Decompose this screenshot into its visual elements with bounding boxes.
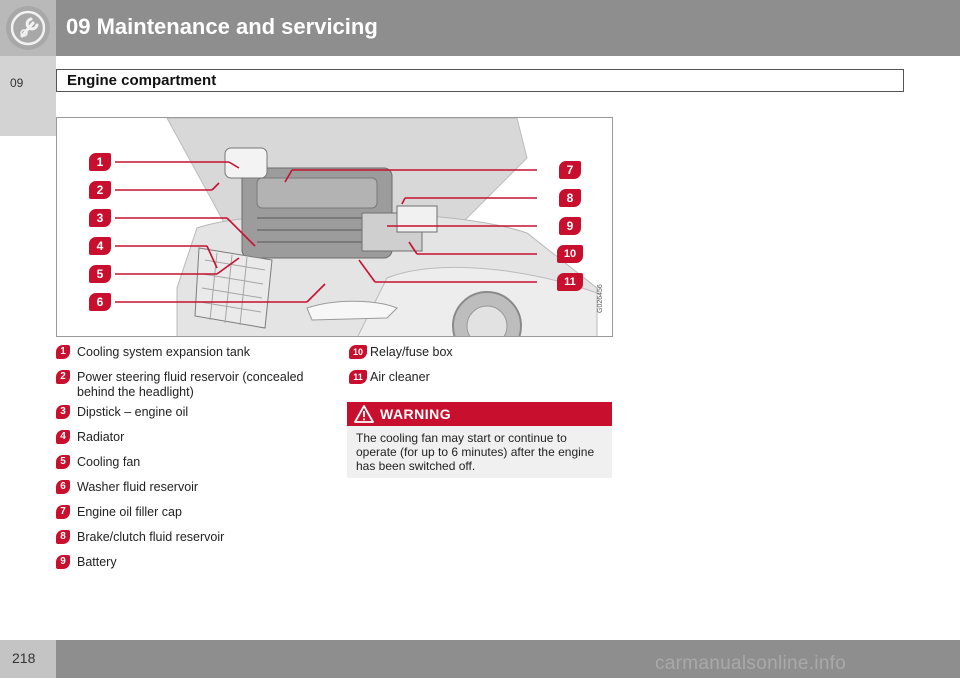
item-number-badge: 8: [56, 530, 70, 544]
callout-4: 4: [89, 237, 111, 255]
item-number-badge: 4: [56, 430, 70, 444]
item-number-badge: 11: [349, 370, 367, 384]
item-text: Washer fluid reservoir: [77, 480, 199, 494]
item-number-badge: 5: [56, 455, 70, 469]
item-number-badge: 3: [56, 405, 70, 419]
item-text: Power steering fluid reservoir (conceale…: [77, 370, 304, 399]
callout-11: 11: [557, 273, 583, 291]
figure-code: G026456: [597, 284, 604, 313]
callout-9: 9: [559, 217, 581, 235]
item-text: Relay/fuse box: [370, 345, 453, 359]
callout-2: 2: [89, 181, 111, 199]
chapter-header: 09 Maintenance and servicing: [0, 0, 960, 56]
parts-list-right: 10 Relay/fuse box 11 Air cleaner: [349, 345, 614, 390]
chapter-side-tab: [0, 56, 56, 136]
item-text: Air cleaner: [370, 370, 430, 384]
wrench-gear-icon: [6, 6, 50, 50]
warning-header: WARNING: [347, 402, 612, 426]
item-text: Battery: [77, 555, 117, 569]
engine-illustration: [57, 118, 612, 336]
page-number: 218: [12, 650, 36, 666]
section-bar: Engine compartment: [56, 69, 904, 92]
header-icon-box: [0, 0, 56, 56]
callout-3: 3: [89, 209, 111, 227]
callout-5: 5: [89, 265, 111, 283]
item-number-badge: 1: [56, 345, 70, 359]
item-text: Cooling system expansion tank: [77, 345, 251, 359]
chapter-title: 09 Maintenance and servicing: [66, 14, 378, 39]
page-footer: 218 carmanualsonline.info: [0, 640, 960, 678]
item-number-badge: 6: [56, 480, 70, 494]
item-number-badge: 10: [349, 345, 367, 359]
callout-8: 8: [559, 189, 581, 207]
callout-10: 10: [557, 245, 583, 263]
warning-title: WARNING: [380, 406, 452, 422]
item-text: Cooling fan: [77, 455, 141, 469]
warning-triangle-icon: [354, 405, 374, 423]
item-number-badge: 7: [56, 505, 70, 519]
watermark: carmanualsonline.info: [655, 653, 847, 674]
item-text: Radiator: [77, 430, 125, 444]
footer-page-box: 218: [0, 640, 56, 678]
engine-compartment-figure: 1 2 3 4 5 6 7 8 9 10 11 G026456: [56, 117, 613, 337]
item-text: Dipstick – engine oil: [77, 405, 189, 419]
callout-7: 7: [559, 161, 581, 179]
warning-text: The cooling fan may start or continue to…: [356, 431, 595, 473]
warning-box: WARNING The cooling fan may start or con…: [347, 402, 612, 478]
item-number-badge: 2: [56, 370, 70, 384]
chapter-number: 09: [10, 76, 24, 90]
section-title: Engine compartment: [67, 72, 217, 89]
item-text: Engine oil filler cap: [77, 505, 182, 519]
callout-1: 1: [89, 153, 111, 171]
parts-list-left: 1 Cooling system expansion tank 2 Power …: [56, 345, 326, 575]
item-text: Brake/clutch fluid reservoir: [77, 530, 225, 544]
callout-6: 6: [89, 293, 111, 311]
item-number-badge: 9: [56, 555, 70, 569]
